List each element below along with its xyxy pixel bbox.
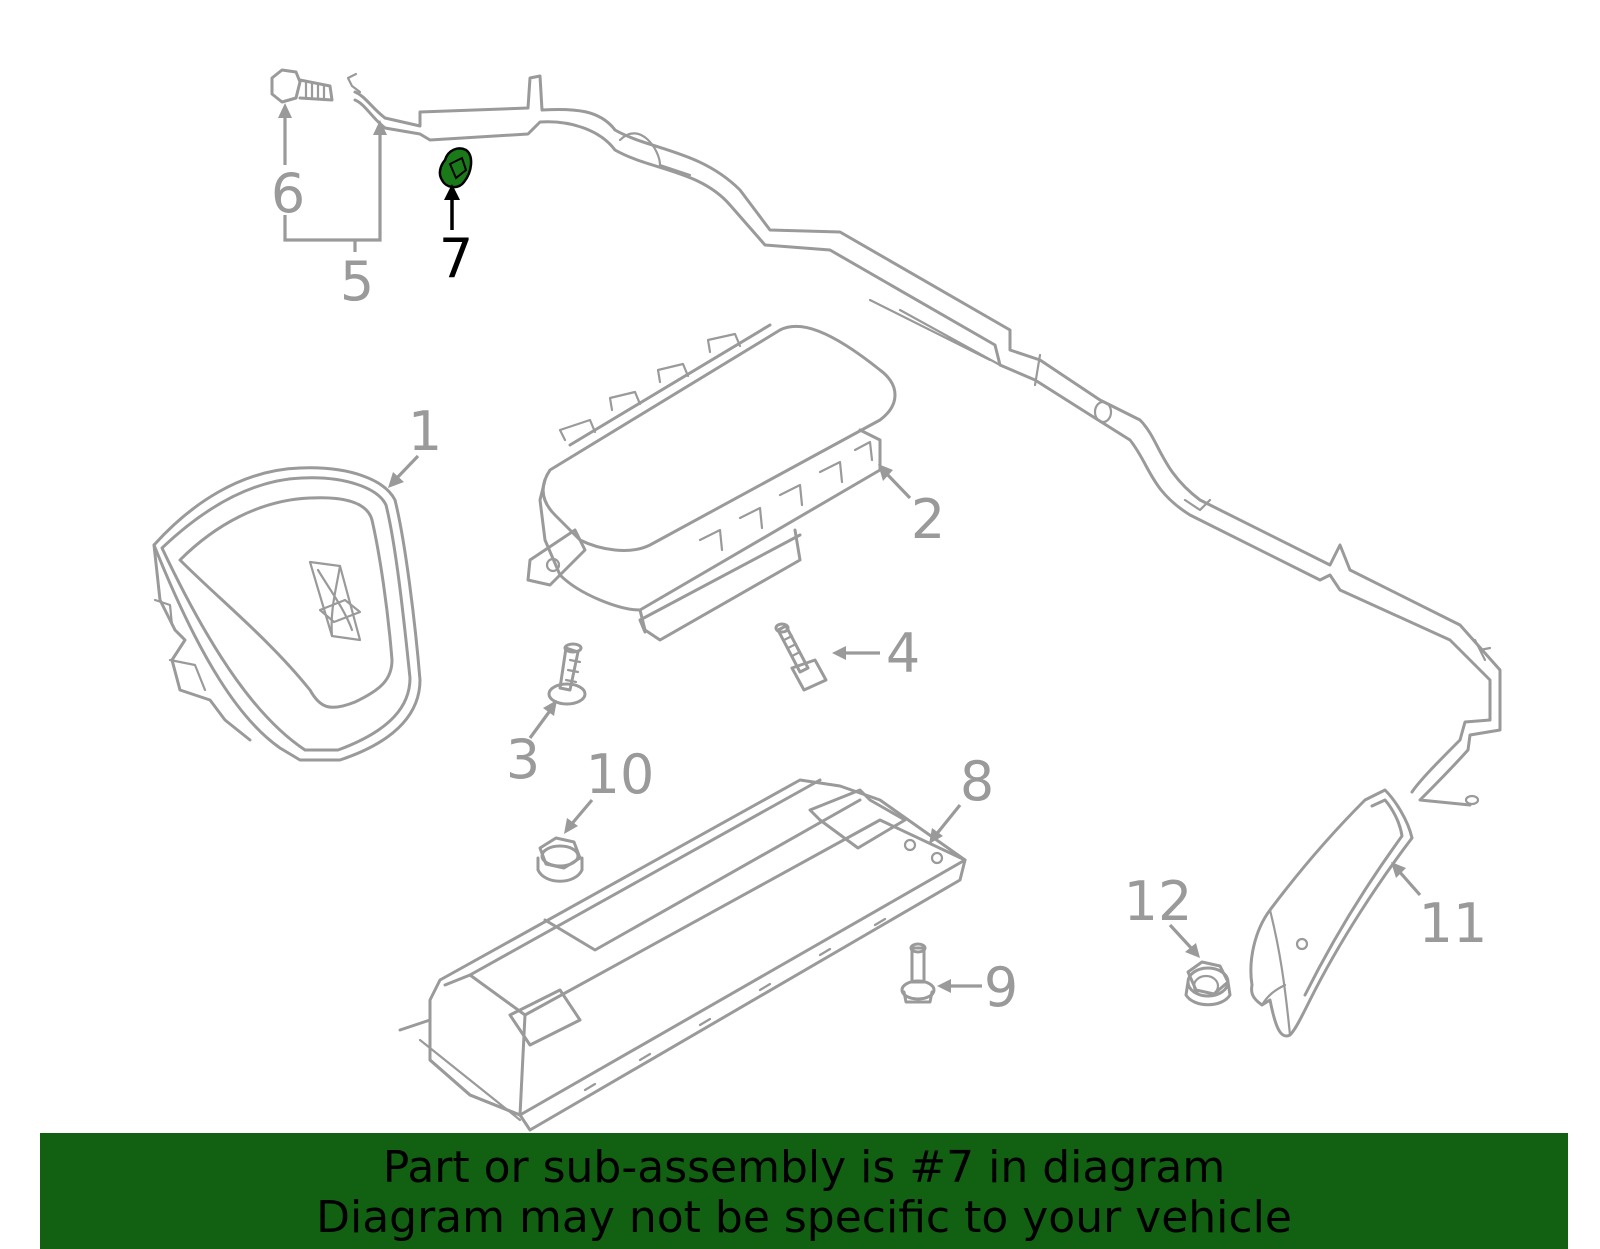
callout-11: 11 (1419, 892, 1488, 955)
nut-part-10 (536, 836, 584, 883)
callout-7: 7 (439, 227, 473, 290)
callout-4: 4 (886, 622, 920, 685)
callout-5: 5 (340, 250, 374, 313)
callout-9: 9 (984, 956, 1018, 1019)
curtain-airbag-part-5 (346, 72, 1502, 807)
callout-labels: 1 2 3 4 5 6 7 8 9 10 11 12 (271, 162, 1488, 1019)
callout-leaders (278, 103, 1422, 993)
nut-part-12 (1184, 960, 1232, 1007)
callout-2: 2 (911, 488, 945, 551)
info-banner: Part or sub-assembly is #7 in diagram Di… (40, 1133, 1568, 1249)
callout-8: 8 (960, 750, 994, 813)
banner-line-disclaimer: Diagram may not be specific to your vehi… (316, 1192, 1292, 1243)
trim-cover-part-11 (1249, 788, 1414, 1038)
callout-1: 1 (408, 400, 442, 463)
bolt-part-6 (270, 68, 334, 104)
banner-line-part-number: Part or sub-assembly is #7 in diagram (382, 1142, 1226, 1193)
screw-part-4 (774, 622, 828, 692)
callout-10: 10 (586, 743, 655, 806)
clip-part-7-highlighted (438, 147, 473, 189)
knee-airbag-part-8 (398, 778, 967, 1132)
callout-12: 12 (1124, 870, 1193, 933)
callout-6: 6 (271, 162, 305, 225)
callout-3: 3 (506, 728, 540, 791)
screw-part-3 (547, 642, 587, 706)
bolt-part-9 (900, 942, 936, 1004)
driver-airbag-part-1 (152, 466, 422, 762)
passenger-airbag-part-2 (526, 323, 897, 642)
